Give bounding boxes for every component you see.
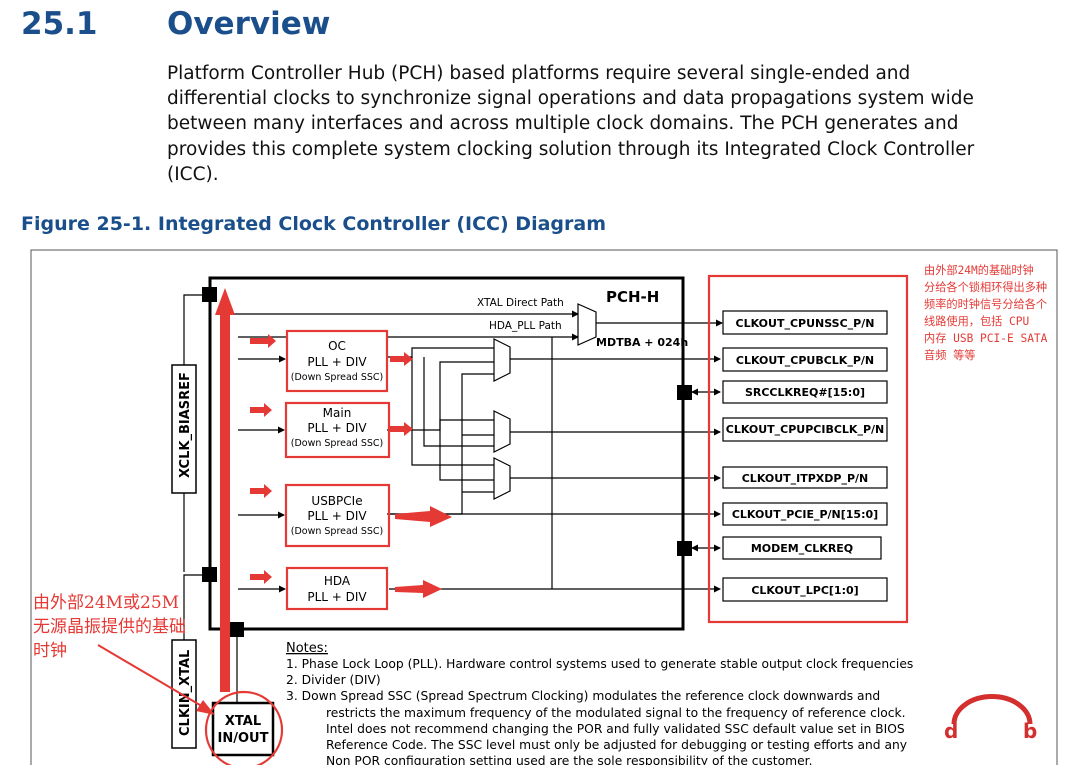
section-number: 25.1 bbox=[21, 6, 98, 42]
figure-frame bbox=[30, 249, 1058, 765]
clkin-xtal-label: CLKIN_XTAL bbox=[178, 650, 193, 736]
notes-title: Notes: bbox=[286, 641, 328, 656]
note-line: 3. Down Spread SSC (Spread Spectrum Cloc… bbox=[286, 689, 880, 703]
clkin-xtal-box bbox=[171, 639, 197, 749]
pin-square bbox=[202, 567, 217, 582]
annotation-line: 由外部24M或25M bbox=[33, 593, 179, 613]
figure-caption: Figure 25-1. Integrated Clock Controller… bbox=[21, 213, 606, 235]
output-pin-box bbox=[722, 536, 882, 560]
paragraph-line: provides this complete system clocking s… bbox=[167, 138, 975, 160]
paragraph-line: Platform Controller Hub (PCH) based plat… bbox=[167, 63, 911, 84]
annotation-line: 无源晶振提供的基础 bbox=[33, 617, 186, 637]
annotation-line: 频率的时钟信号分给各个 bbox=[924, 297, 1047, 311]
red-annotations bbox=[204, 274, 909, 765]
pin-square bbox=[677, 541, 692, 556]
output-pin-box bbox=[722, 502, 888, 526]
pll-label: PLL + DIV bbox=[307, 509, 367, 523]
pin-square bbox=[202, 287, 217, 302]
output-pin-label: CLKOUT_CPUNSSC_P/N bbox=[736, 317, 875, 330]
output-pin-label: MODEM_CLKREQ bbox=[751, 542, 853, 555]
output-pin-label: CLKOUT_ITPXDP_P/N bbox=[742, 472, 869, 485]
watermark-logo: d b bbox=[944, 694, 1037, 743]
output-pin-box bbox=[722, 466, 888, 489]
pll-label: Main bbox=[323, 406, 352, 420]
mdtba-label: MDTBA + 024h bbox=[596, 336, 688, 349]
red-pointer-head bbox=[196, 700, 215, 715]
output-pin-label: CLKOUT_LPC[1:0] bbox=[751, 584, 858, 597]
mux bbox=[493, 338, 511, 382]
left-annotation: 由外部24M或25M 无源晶振提供的基础 时钟 bbox=[33, 593, 186, 661]
red-pll-arrows bbox=[250, 334, 452, 598]
pll-label: (Down Spread SSC) bbox=[291, 438, 384, 449]
outputs-highlight bbox=[707, 274, 909, 624]
pin-square bbox=[677, 385, 692, 400]
overview-paragraph: Platform Controller Hub (PCH) based plat… bbox=[167, 61, 1067, 187]
pch-h-box bbox=[208, 276, 685, 631]
annotation-line: 内存 USB PCI-E SATA bbox=[924, 331, 1048, 345]
section-title: Overview bbox=[167, 6, 331, 42]
note-line: Intel does not recommend changing the PO… bbox=[326, 722, 905, 736]
paragraph-line: between many interfaces and across multi… bbox=[167, 113, 959, 135]
paragraph-line: (ICC). bbox=[167, 163, 219, 185]
paragraph-line: differential clocks to synchronize signa… bbox=[167, 88, 974, 110]
note-line: restricts the maximum frequency of the m… bbox=[326, 706, 906, 720]
xtal-inout-box bbox=[211, 701, 275, 757]
output-pin-box bbox=[722, 417, 888, 442]
annotation-line: 时钟 bbox=[33, 641, 67, 661]
pll-label: HDA bbox=[324, 574, 351, 588]
pll-label: OC bbox=[328, 339, 346, 353]
red-pointer-line bbox=[97, 644, 206, 709]
xtal-direct-path-label: XTAL Direct Path bbox=[477, 297, 564, 309]
red-arrow-up bbox=[215, 288, 235, 692]
xclk-biasref-label: XCLK_BIASREF bbox=[178, 372, 193, 478]
right-annotation: 由外部24M的基础时钟 分给各个锁相环得出多种 频率的时钟信号分给各个 线路使用… bbox=[924, 263, 1048, 362]
hda-pll-path-label: HDA_PLL Path bbox=[489, 320, 562, 332]
pll-label: (Down Spread SSC) bbox=[291, 372, 384, 383]
output-pin-box bbox=[722, 380, 888, 404]
annotation-line: 线路使用，包括 CPU bbox=[924, 314, 1029, 328]
pll-label: PLL + DIV bbox=[307, 355, 367, 369]
note-line: 1. Phase Lock Loop (PLL). Hardware contr… bbox=[286, 657, 913, 671]
output-pin-box bbox=[722, 577, 888, 602]
output-pins: CLKOUT_CPUNSSC_P/N CLKOUT_CPUBCLK_P/N SR… bbox=[722, 310, 888, 602]
annotation-line: 音频 等等 bbox=[924, 348, 976, 362]
output-pin-box bbox=[722, 310, 888, 335]
annotation-line: 分给各个锁相环得出多种 bbox=[924, 280, 1047, 294]
mux bbox=[493, 457, 511, 500]
output-pin-label: SRCCLKREQ#[15:0] bbox=[745, 386, 865, 399]
output-pin-label: CLKOUT_PCIE_P/N[15:0] bbox=[732, 508, 878, 521]
pll-label: USBPCIe bbox=[311, 494, 362, 508]
xtal-highlight-circle bbox=[204, 690, 284, 765]
xtal-inout-label: IN/OUT bbox=[218, 731, 269, 746]
pll-label: PLL + DIV bbox=[307, 421, 367, 435]
logo-letter: d bbox=[944, 719, 958, 743]
output-pin-label: CLKOUT_CPUBCLK_P/N bbox=[736, 354, 874, 367]
xtal-inout-label: XTAL bbox=[225, 714, 261, 729]
pin-square bbox=[229, 622, 244, 637]
pch-h-label: PCH-H bbox=[606, 288, 659, 306]
logo-letter: b bbox=[1023, 719, 1037, 743]
pll-label: PLL + DIV bbox=[307, 590, 367, 604]
note-line: 2. Divider (DIV) bbox=[286, 673, 381, 687]
pll-label: (Down Spread SSC) bbox=[291, 526, 384, 537]
mux bbox=[493, 410, 511, 453]
note-line: Non POR configuration setting used are t… bbox=[326, 754, 812, 765]
mux bbox=[577, 303, 597, 346]
note-line: Reference Code. The SSC level must only … bbox=[326, 738, 907, 752]
output-pin-label: CLKOUT_CPUPCIBCLK_P/N bbox=[726, 423, 884, 436]
output-pin-box bbox=[722, 347, 888, 372]
annotation-line: 由外部24M的基础时钟 bbox=[924, 263, 1034, 277]
